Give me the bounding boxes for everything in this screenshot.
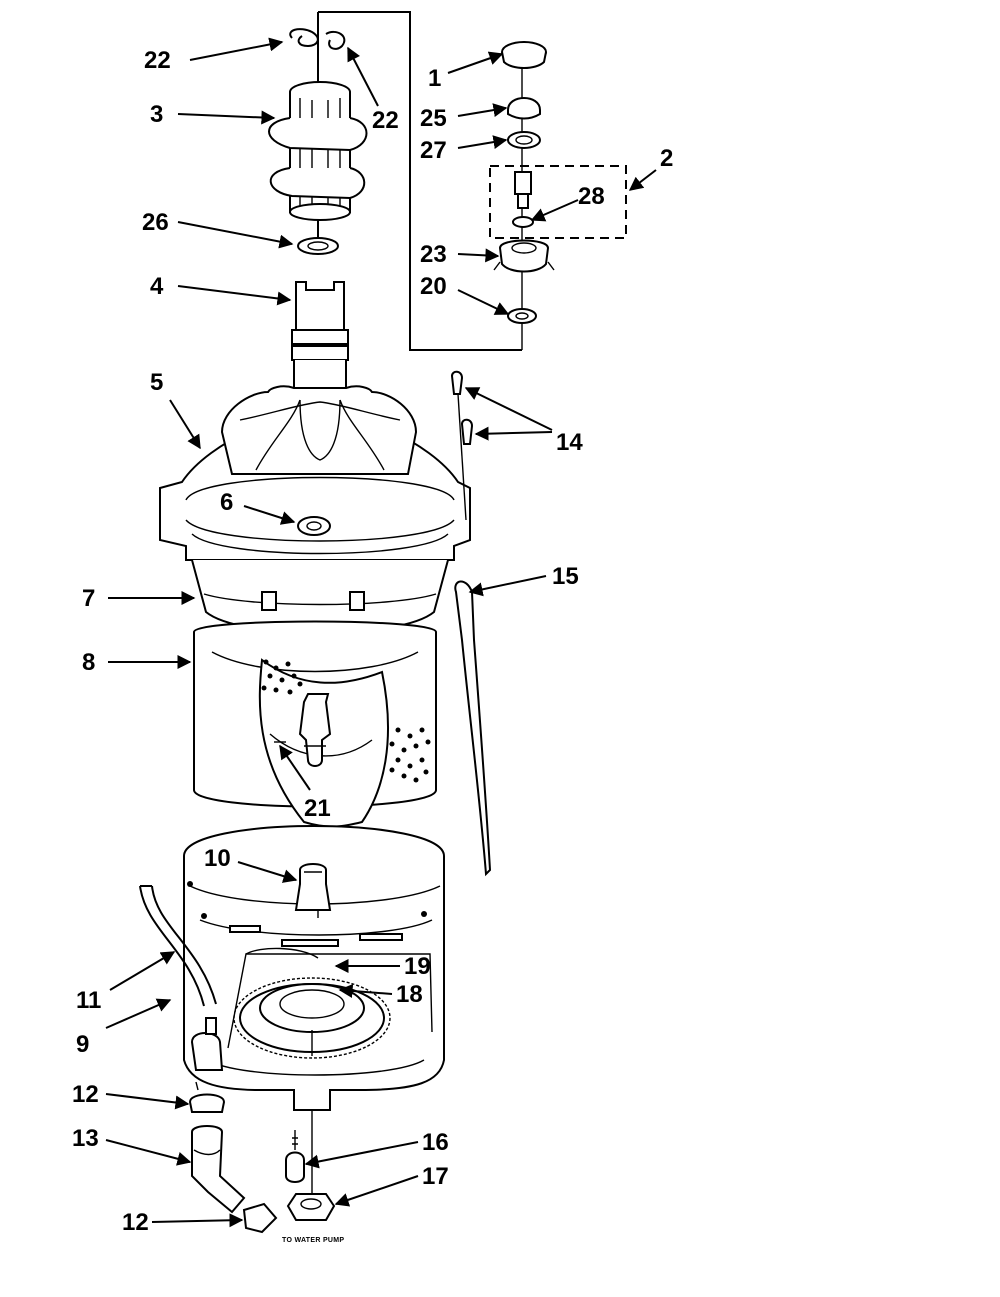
callout-9: 9 — [76, 1031, 89, 1058]
part-25-cap — [507, 97, 541, 120]
part-12-clamp-bottom — [242, 1202, 278, 1234]
part-23-cam — [493, 239, 555, 273]
part-4-hub — [291, 281, 349, 393]
callout-11: 11 — [76, 987, 101, 1014]
callout-19: 19 — [404, 953, 431, 980]
callout-21: 21 — [304, 795, 331, 822]
part-22-clip — [289, 28, 346, 50]
callout-7: 7 — [82, 585, 95, 612]
drain-outlet — [190, 1017, 224, 1071]
callout-15: 15 — [552, 563, 579, 590]
part-26-seal — [297, 237, 339, 255]
part-3-auger — [268, 81, 368, 221]
basket-perforations — [261, 659, 431, 783]
part-12-clamp-top — [188, 1081, 226, 1113]
part-20-washer — [507, 308, 537, 324]
callout-26: 26 — [142, 209, 169, 236]
callout-20: 20 — [420, 273, 447, 300]
note-to-water-pump: TO WATER PUMP — [282, 1237, 344, 1244]
part-10-fitting — [294, 863, 332, 918]
part-14-clip — [450, 370, 474, 521]
part-15-strap — [454, 580, 492, 877]
callout-28: 28 — [578, 183, 605, 210]
part-21-post — [274, 693, 332, 767]
part-8-basket — [193, 620, 437, 828]
leader-lines — [105, 37, 657, 1228]
part-11-hose — [139, 885, 217, 1007]
callout-22-left: 22 — [144, 47, 171, 74]
callout-3: 3 — [150, 101, 163, 128]
callout-1: 1 — [428, 65, 441, 92]
callout-23: 23 — [420, 241, 447, 268]
part-7-ring — [191, 559, 449, 634]
callout-18: 18 — [396, 981, 423, 1008]
callout-2: 2 — [660, 145, 673, 172]
callout-12-bottom: 12 — [122, 1209, 149, 1236]
callout-27: 27 — [420, 137, 447, 164]
part-6-bearing — [297, 516, 331, 536]
part-16-bolt — [285, 1130, 305, 1183]
callout-5: 5 — [150, 369, 163, 396]
part-17-nut — [286, 1193, 336, 1221]
callout-14: 14 — [556, 429, 583, 456]
callout-17: 17 — [422, 1163, 449, 1190]
part-28-stud — [512, 171, 534, 228]
part-2-kit-box — [489, 165, 627, 239]
callout-4: 4 — [150, 273, 164, 300]
part-9-outer-tub — [183, 825, 445, 1111]
part-18-gear — [233, 977, 391, 1059]
agitator-top — [220, 385, 418, 475]
callout-16: 16 — [422, 1129, 449, 1156]
part-13-drain-hose — [191, 1125, 246, 1214]
callout-13: 13 — [72, 1125, 99, 1152]
part-27-ring — [507, 131, 541, 149]
part-19-bracket — [227, 947, 433, 1049]
callout-12-top: 12 — [72, 1081, 99, 1108]
callout-labels: 22 22 3 26 4 5 6 7 8 1 25 27 2 28 23 20 … — [72, 47, 673, 1244]
callout-22-right: 22 — [372, 107, 399, 134]
part-1-cap — [501, 41, 547, 69]
callout-6: 6 — [220, 489, 233, 516]
callout-8: 8 — [82, 649, 95, 676]
callout-10: 10 — [204, 845, 231, 872]
callout-25: 25 — [420, 105, 447, 132]
